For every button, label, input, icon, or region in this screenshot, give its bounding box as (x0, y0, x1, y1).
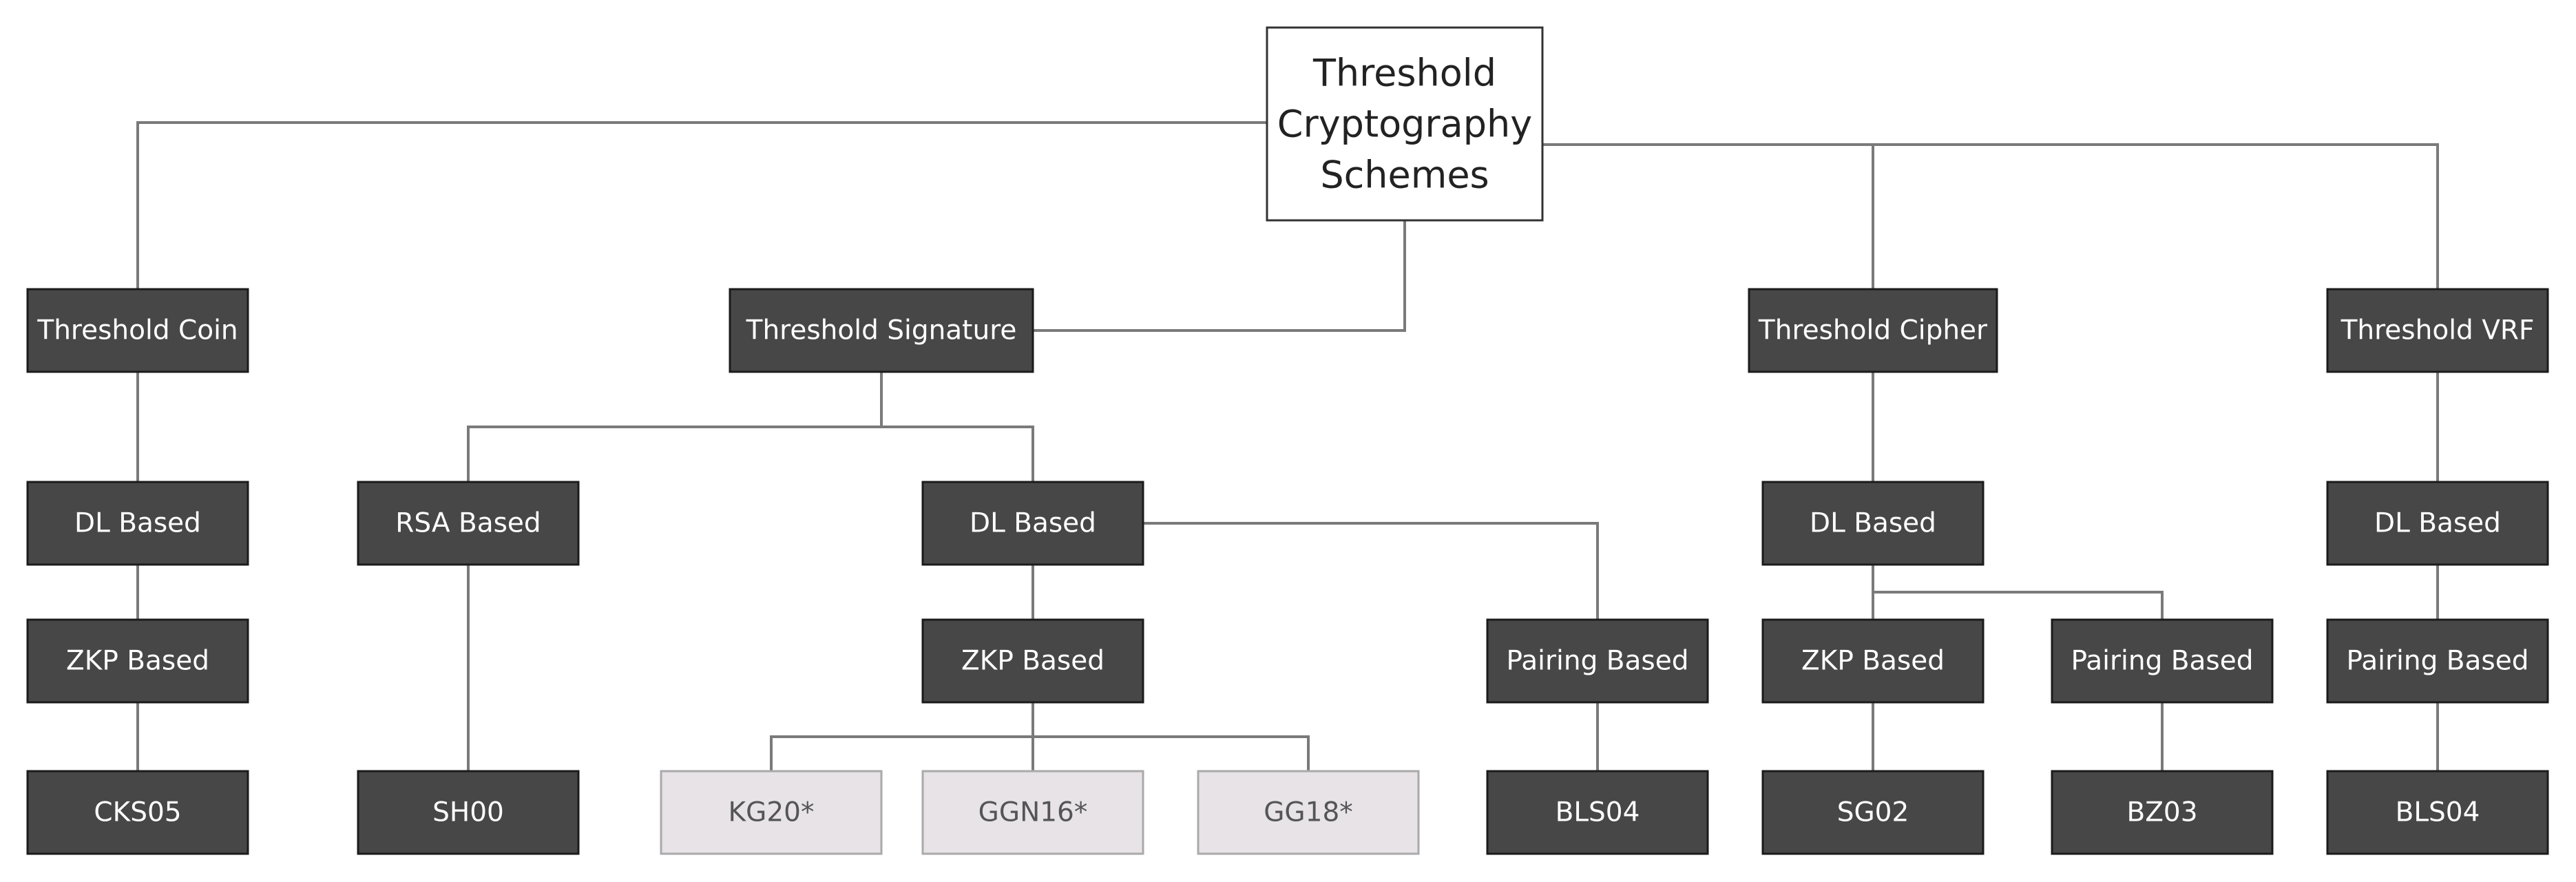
node-sig-kg20-box (660, 770, 883, 855)
node-label: GG18* (1264, 797, 1353, 828)
node-sig-sh00: SH00 (357, 770, 580, 855)
node-label: RSA Based (395, 508, 541, 539)
edge-root-to-coin (136, 121, 1267, 289)
node-sig-rsa: RSA Based (357, 481, 580, 566)
node-label: GGN16* (978, 797, 1088, 828)
node-label: DL Based (2374, 508, 2501, 539)
node-vrf-pair: Pairing Based (2326, 618, 2549, 704)
node-sig-ggn16-box (921, 770, 1144, 855)
node-label: Threshold Coin (36, 315, 238, 346)
node-coin-dl-box (26, 481, 249, 566)
node-label: BLS04 (1556, 797, 1640, 828)
node-cipher-bz03: BZ03 (2051, 770, 2274, 855)
node-sig-bls04-box (1486, 770, 1709, 855)
node-cipher-box (1748, 288, 1998, 373)
node-sig-pair: Pairing Based (1486, 618, 1709, 704)
node-label: KG20* (729, 797, 815, 828)
node-coin-cks05-box (26, 770, 249, 855)
connector-lines (136, 121, 2439, 771)
edge-sig-to-sig_dl (880, 372, 1034, 482)
node-cipher-sg02: SG02 (1761, 770, 1985, 855)
node-label: DL Based (970, 508, 1096, 539)
node-sig-sh00-box (357, 770, 580, 855)
node-sig-bls04: BLS04 (1486, 770, 1709, 855)
node-sig-box (729, 288, 1034, 373)
node-label: CKS05 (94, 797, 181, 828)
node-coin-zkp-box (26, 618, 249, 704)
node-sig-zkp: ZKP Based (921, 618, 1144, 704)
node-label: BZ03 (2126, 797, 2197, 828)
node-cipher-pair-box (2051, 618, 2274, 704)
root-node-box (1266, 26, 1544, 222)
node-coin-zkp: ZKP Based (26, 618, 249, 704)
node-label: SG02 (1837, 797, 1909, 828)
node-cipher-dl-box (1761, 481, 1985, 566)
edge-sig_zkp-to-sig_gg18 (1032, 702, 1310, 771)
node-cipher-zkp: ZKP Based (1761, 618, 1985, 704)
node-label: Threshold Cipher (1758, 315, 1988, 346)
node-sig: Threshold Signature (729, 288, 1034, 373)
node-sig-gg18-box (1197, 770, 1420, 855)
node-coin-cks05: CKS05 (26, 770, 249, 855)
node-label: ZKP Based (66, 646, 209, 677)
node-label: ZKP Based (961, 646, 1104, 677)
root-node-label-line: Threshold (1312, 52, 1496, 95)
root-node-label-line: Cryptography (1277, 103, 1532, 146)
edge-sig_dl-to-sig_pair (1143, 522, 1599, 620)
node-cipher-zkp-box (1761, 618, 1985, 704)
node-sig-rsa-box (357, 481, 580, 566)
root-node-label-line: Schemes (1320, 154, 1489, 197)
edge-sig-to-sig_rsa (467, 372, 883, 482)
node-sig-dl-box (921, 481, 1144, 566)
edge-root-to-cipher (1542, 143, 1874, 289)
node-label: Pairing Based (2071, 646, 2254, 677)
edge-root-to-vrf (1542, 143, 2439, 289)
node-vrf-box (2326, 288, 2549, 373)
edge-root-to-sig (1033, 220, 1406, 332)
node-label: ZKP Based (1801, 646, 1945, 677)
node-coin-box (26, 288, 249, 373)
node-sig-pair-box (1486, 618, 1709, 704)
node-vrf-pair-box (2326, 618, 2549, 704)
node-cipher-dl: DL Based (1761, 481, 1985, 566)
node-label: Pairing Based (2347, 646, 2529, 677)
node-vrf-bls04: BLS04 (2326, 770, 2549, 855)
node-coin-dl: DL Based (26, 481, 249, 566)
node-cipher-sg02-box (1761, 770, 1985, 855)
node-label: BLS04 (2396, 797, 2480, 828)
node-cipher-pair: Pairing Based (2051, 618, 2274, 704)
node-label: DL Based (74, 508, 201, 539)
node-vrf: Threshold VRF (2326, 288, 2549, 373)
node-vrf-dl: DL Based (2326, 481, 2549, 566)
node-vrf-bls04-box (2326, 770, 2549, 855)
node-sig-zkp-box (921, 618, 1144, 704)
node-label: SH00 (432, 797, 504, 828)
edge-cipher_dl-to-cipher_pair (1872, 565, 2164, 620)
node-cipher: Threshold Cipher (1748, 288, 1998, 373)
node-label: Threshold VRF (2341, 315, 2535, 346)
node-label: Threshold Signature (746, 315, 1017, 346)
edge-sig_zkp-to-sig_kg20 (770, 702, 1034, 771)
node-sig-gg18: GG18* (1197, 770, 1420, 855)
node-vrf-dl-box (2326, 481, 2549, 566)
node-label: DL Based (1810, 508, 1936, 539)
node-sig-dl: DL Based (921, 481, 1144, 566)
node-sig-ggn16: GGN16* (921, 770, 1144, 855)
node-sig-kg20: KG20* (660, 770, 883, 855)
node-label: Pairing Based (1507, 646, 1689, 677)
node-cipher-bz03-box (2051, 770, 2274, 855)
node-coin: Threshold Coin (26, 288, 249, 373)
